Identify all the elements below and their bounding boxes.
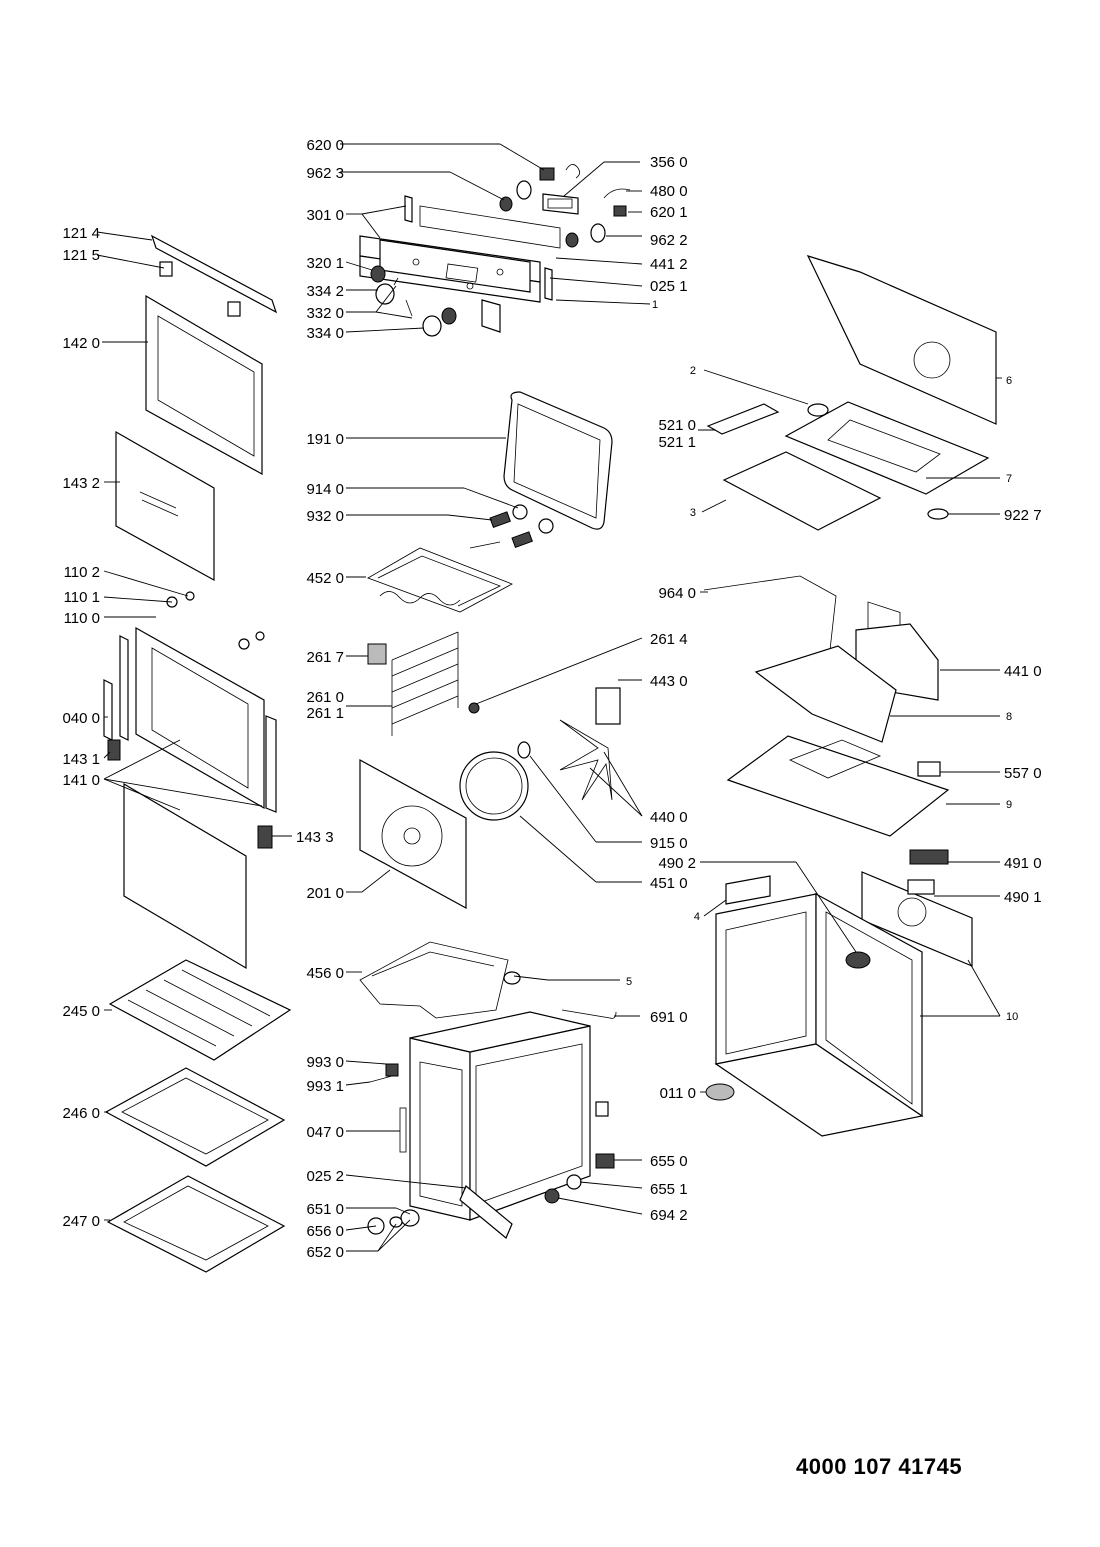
label-040-0: 040 0 bbox=[62, 710, 100, 727]
label-914-0: 914 0 bbox=[306, 481, 344, 498]
outer-casing-part bbox=[714, 849, 973, 1137]
label-5: 5 bbox=[626, 976, 632, 988]
label-110-2: 110 2 bbox=[64, 564, 100, 581]
outer-door-part bbox=[103, 626, 277, 970]
label-8: 8 bbox=[1006, 711, 1012, 723]
label-245-0: 245 0 bbox=[62, 1003, 100, 1020]
label-441-2: 441 2 bbox=[650, 256, 688, 273]
baking-tray-part bbox=[104, 1067, 286, 1167]
label-962-2: 962 2 bbox=[650, 232, 688, 249]
shelf-supports-part bbox=[367, 631, 480, 736]
label-1: 1 bbox=[652, 299, 658, 311]
label-491-0: 491 0 bbox=[1004, 855, 1042, 872]
oven-rack-part bbox=[108, 959, 292, 1061]
label-025-1: 025 1 bbox=[650, 278, 688, 295]
knobs-part bbox=[370, 164, 631, 337]
label-261-1: 261 1 bbox=[306, 705, 344, 722]
label-557-0: 557 0 bbox=[1004, 765, 1042, 782]
label-620-1: 620 1 bbox=[650, 204, 688, 221]
label-2: 2 bbox=[690, 365, 696, 377]
label-143-3: 143 3 bbox=[296, 829, 334, 846]
door-glass-part bbox=[115, 430, 215, 582]
fasteners-part bbox=[489, 504, 554, 549]
lower-small-parts bbox=[367, 971, 735, 1235]
label-047-0: 047 0 bbox=[306, 1124, 344, 1141]
label-142-0: 142 0 bbox=[62, 335, 100, 352]
label-652-0: 652 0 bbox=[306, 1244, 344, 1261]
convection-fan-part bbox=[459, 687, 621, 821]
label-191-0: 191 0 bbox=[306, 431, 344, 448]
label-261-0: 261 0 bbox=[306, 689, 344, 706]
oven-cavity-part bbox=[399, 1011, 609, 1239]
label-691-0: 691 0 bbox=[650, 1009, 688, 1026]
label-620-0: 620 0 bbox=[306, 137, 344, 154]
label-521-1: 521 1 bbox=[658, 434, 696, 451]
label-694-2: 694 2 bbox=[650, 1207, 688, 1224]
label-490-2: 490 2 bbox=[658, 855, 696, 872]
label-456-0: 456 0 bbox=[306, 965, 344, 982]
grill-element-part bbox=[367, 541, 513, 613]
leader-lines bbox=[96, 143, 1002, 1252]
door-gasket-part bbox=[503, 391, 613, 530]
label-334-0: 334 0 bbox=[306, 325, 344, 342]
label-452-0: 452 0 bbox=[306, 570, 344, 587]
top-cover-part bbox=[706, 255, 997, 665]
label-490-1: 490 1 bbox=[1004, 889, 1042, 906]
bottom-element-part bbox=[359, 941, 509, 1019]
label-320-1: 320 1 bbox=[306, 255, 344, 272]
label-247-0: 247 0 bbox=[62, 1213, 100, 1230]
label-993-0: 993 0 bbox=[306, 1054, 344, 1071]
control-panel-part bbox=[359, 195, 561, 333]
label-440-0: 440 0 bbox=[650, 809, 688, 826]
label-9: 9 bbox=[1006, 799, 1012, 811]
label-656-0: 656 0 bbox=[306, 1223, 344, 1240]
label-110-1: 110 1 bbox=[64, 589, 100, 606]
label-246-0: 246 0 bbox=[62, 1105, 100, 1122]
label-6: 6 bbox=[1006, 375, 1012, 387]
label-301-0: 301 0 bbox=[306, 207, 344, 224]
label-334-2: 334 2 bbox=[306, 283, 344, 300]
label-356-0: 356 0 bbox=[650, 154, 688, 171]
label-480-0: 480 0 bbox=[650, 183, 688, 200]
label-141-0: 141 0 bbox=[62, 772, 100, 789]
label-025-2: 025 2 bbox=[306, 1168, 344, 1185]
document-number: 4000 107 41745 bbox=[796, 1454, 963, 1479]
label-655-1: 655 1 bbox=[650, 1181, 688, 1198]
cooling-system-part bbox=[703, 575, 950, 837]
label-201-0: 201 0 bbox=[306, 885, 344, 902]
deep-tray-part bbox=[106, 1175, 286, 1273]
label-521-0: 521 0 bbox=[658, 417, 696, 434]
label-121-5: 121 5 bbox=[62, 247, 100, 264]
label-441-0: 441 0 bbox=[1004, 663, 1042, 680]
label-932-0: 932 0 bbox=[306, 508, 344, 525]
rear-panel-part bbox=[359, 758, 467, 910]
label-143-2: 143 2 bbox=[62, 475, 100, 492]
label-10: 10 bbox=[1006, 1011, 1018, 1023]
label-4: 4 bbox=[694, 911, 700, 923]
label-451-0: 451 0 bbox=[650, 875, 688, 892]
part-drawings bbox=[103, 164, 997, 1273]
label-121-4: 121 4 bbox=[62, 225, 100, 242]
label-011-0: 011 0 bbox=[660, 1085, 696, 1102]
label-962-3: 962 3 bbox=[306, 165, 344, 182]
label-143-1: 143 1 bbox=[62, 751, 100, 768]
label-443-0: 443 0 bbox=[650, 673, 688, 690]
label-332-0: 332 0 bbox=[306, 305, 344, 322]
label-110-0: 110 0 bbox=[64, 610, 100, 627]
label-922-7: 922 7 bbox=[1004, 507, 1042, 524]
label-651-0: 651 0 bbox=[306, 1201, 344, 1218]
label-915-0: 915 0 bbox=[650, 835, 688, 852]
door-inner-glass-part bbox=[145, 294, 263, 476]
label-261-4: 261 4 bbox=[650, 631, 688, 648]
label-655-0: 655 0 bbox=[650, 1153, 688, 1170]
label-993-1: 993 1 bbox=[306, 1078, 344, 1095]
label-7: 7 bbox=[1006, 473, 1012, 485]
label-3: 3 bbox=[690, 507, 696, 519]
label-964-0: 964 0 bbox=[658, 585, 696, 602]
door-top-trim-part bbox=[150, 234, 278, 317]
part-labels: 620 0 962 3 301 0 320 1 334 2 332 0 334 … bbox=[62, 137, 1041, 1261]
label-261-7: 261 7 bbox=[306, 649, 344, 666]
